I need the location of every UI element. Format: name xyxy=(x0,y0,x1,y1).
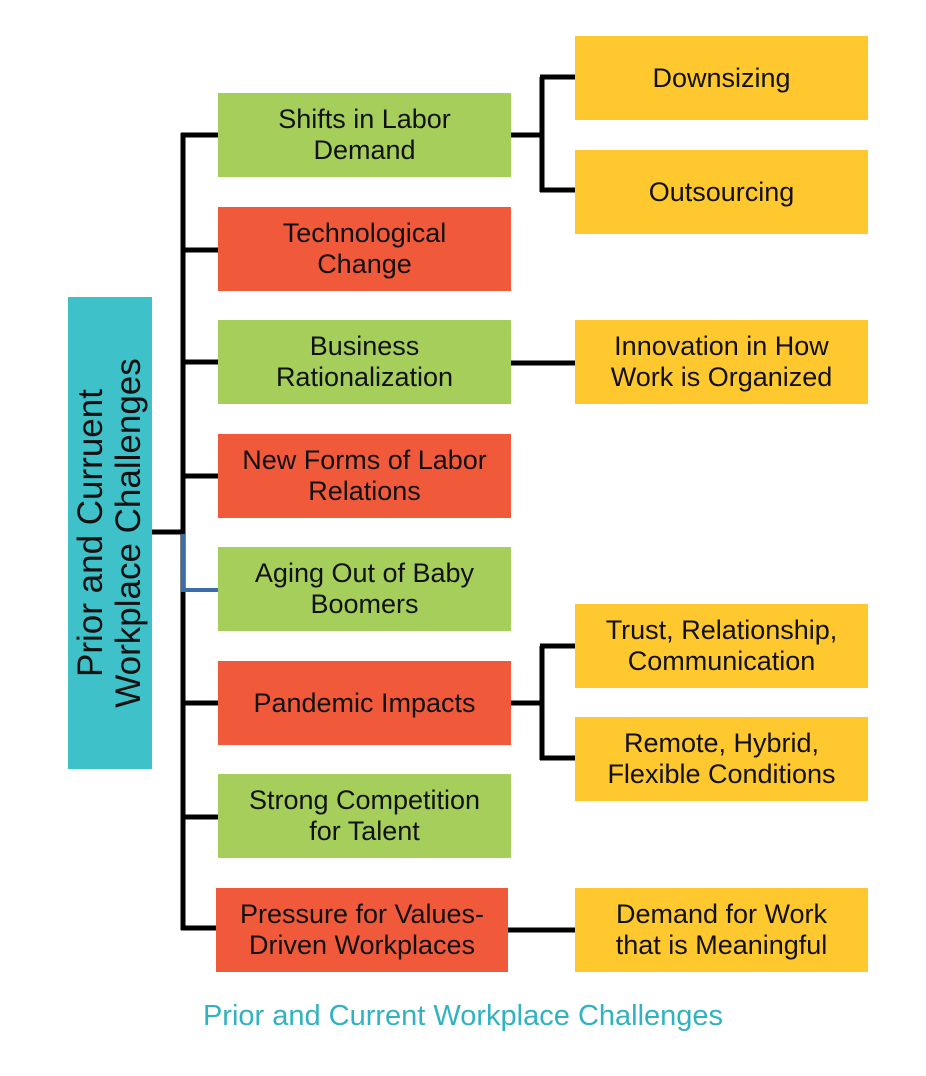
category-label-line1: Pandemic Impacts xyxy=(253,687,476,718)
detail-label-line1: Downsizing xyxy=(652,62,791,93)
category-label-line2: Boomers xyxy=(310,589,419,619)
root-label-line2: Workplace Challenges xyxy=(109,358,148,708)
category-label-line2: Change xyxy=(317,249,412,279)
category-label-line1: Pressure for Values- xyxy=(239,899,485,929)
detail-trust-relationship-communication: Trust, Relationship,Communication xyxy=(575,604,868,688)
detail-label-line1: Innovation in How xyxy=(614,331,829,361)
detail-label-line2: that is Meaningful xyxy=(615,930,828,960)
category-label-line1: Strong Competition xyxy=(248,785,481,815)
detail-label-line2: Work is Organized xyxy=(610,362,833,392)
detail-outsourcing: Outsourcing xyxy=(575,150,868,234)
root-box: Prior and Curruent Workplace Challenges xyxy=(68,297,152,769)
category-label-line1: Technological xyxy=(282,218,447,248)
category-label-line2: Driven Workplaces xyxy=(248,930,476,960)
category-label-line2: Relations xyxy=(308,476,421,506)
detail-label-line1: Trust, Relationship, xyxy=(605,615,838,645)
detail-label-line1: Demand for Work xyxy=(615,899,828,929)
detail-remote-hybrid-flexible-conditions: Remote, Hybrid,Flexible Conditions xyxy=(575,717,868,801)
detail-downsizing: Downsizing xyxy=(575,36,868,120)
category-label-line1: Business xyxy=(309,331,420,361)
detail-label-line1: Remote, Hybrid, xyxy=(623,728,820,758)
category-label-line1: New Forms of Labor xyxy=(242,445,487,475)
category-pandemic-impacts: Pandemic Impacts xyxy=(218,661,511,745)
category-pressure-for-values-driven-workplaces: Pressure for Values-Driven Workplaces xyxy=(216,888,508,972)
detail-label-line2: Communication xyxy=(627,646,816,676)
detail-label-line1: Outsourcing xyxy=(648,176,795,207)
category-label-line2: Demand xyxy=(313,135,416,165)
root-label-line1: Prior and Curruent xyxy=(71,389,110,677)
category-label-line1: Shifts in Labor xyxy=(278,104,451,134)
category-label-line2: Rationalization xyxy=(275,362,454,392)
category-label-line1: Aging Out of Baby xyxy=(254,558,475,588)
root-label: Prior and Curruent Workplace Challenges xyxy=(71,297,148,769)
category-label-line2: for Talent xyxy=(309,816,420,846)
detail-label-line2: Flexible Conditions xyxy=(607,759,836,789)
figure-caption: Prior and Current Workplace Challenges xyxy=(202,1000,724,1032)
